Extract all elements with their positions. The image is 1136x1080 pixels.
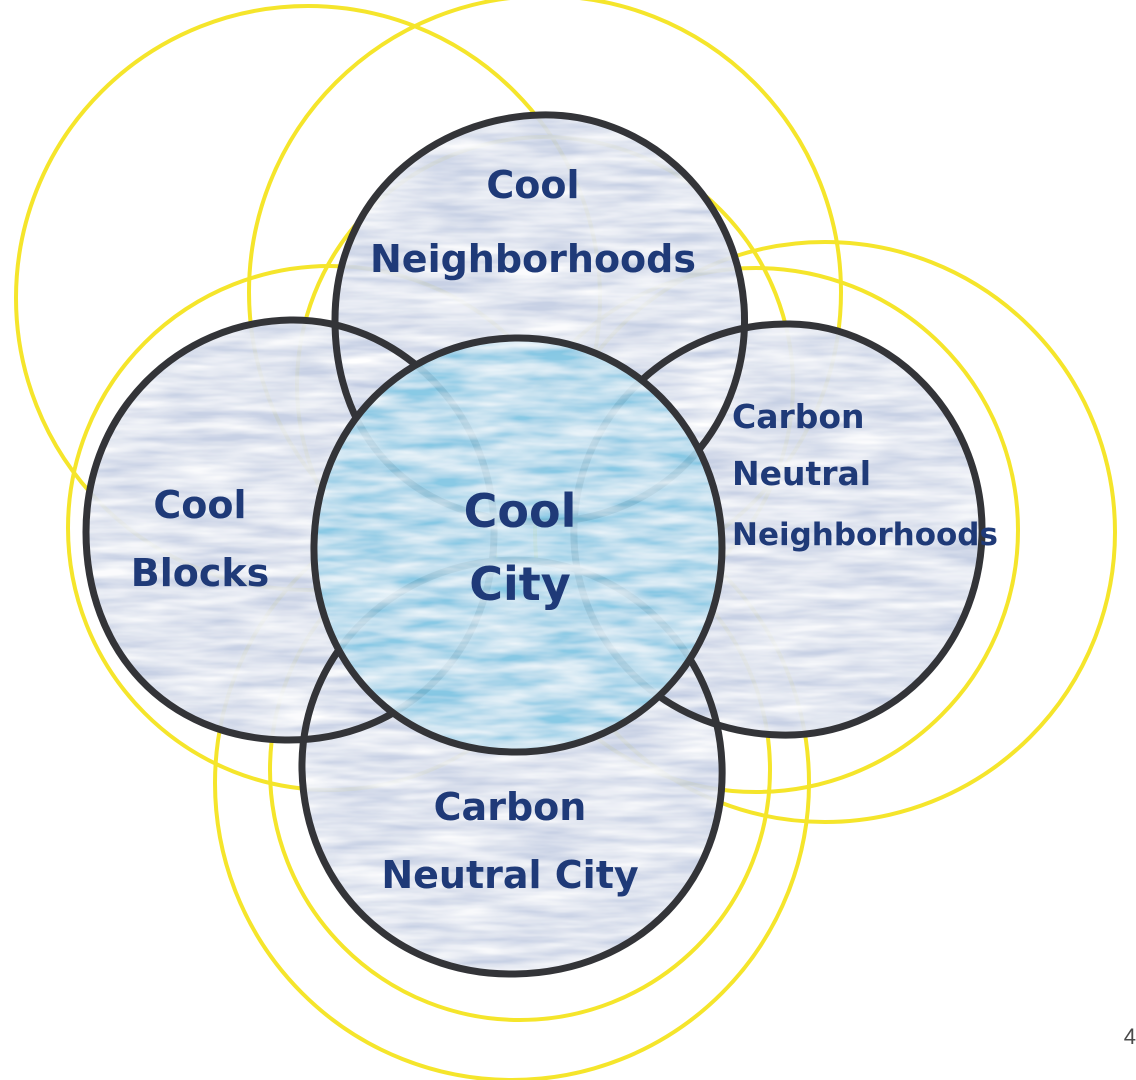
label-left-line1: Cool — [153, 483, 246, 527]
page-number: 4 — [1123, 1024, 1136, 1049]
label-top: Cool Neighborhoods — [370, 163, 696, 281]
label-right-line1: Carbon — [732, 397, 865, 436]
label-top-line1: Cool — [486, 163, 579, 207]
label-bottom-line2: Neutral City — [381, 853, 639, 897]
label-center-line1: Cool — [464, 484, 577, 538]
label-right-line3: Neighborhoods — [732, 517, 998, 553]
label-bottom: Carbon Neutral City — [381, 785, 639, 897]
label-top-line2: Neighborhoods — [370, 237, 696, 281]
label-center-line2: City — [469, 557, 571, 611]
label-left: Cool Blocks — [131, 483, 270, 595]
label-left-line2: Blocks — [131, 551, 270, 595]
blob-fill-center — [313, 337, 722, 753]
label-center: Cool City — [464, 484, 577, 611]
label-right-line2: Neutral — [732, 454, 871, 493]
label-bottom-line1: Carbon — [434, 785, 587, 829]
blob-outline-bottom — [298, 556, 726, 978]
blob-outline-center — [310, 334, 726, 756]
label-right: Carbon Neutral Neighborhoods — [732, 397, 998, 553]
center-circle — [310, 334, 726, 756]
